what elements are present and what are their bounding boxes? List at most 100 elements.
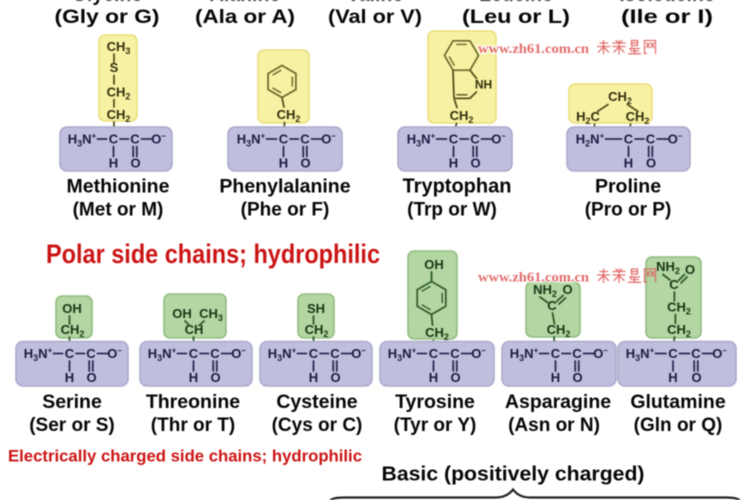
svg-text:(Gly or G): (Gly or G) — [55, 7, 160, 28]
svg-text:O: O — [300, 156, 310, 171]
svg-text:H2C: H2C — [576, 109, 600, 126]
svg-text:H: H — [279, 156, 288, 171]
svg-text:Glutamine: Glutamine — [630, 391, 726, 413]
svg-text:H3N+: H3N+ — [626, 346, 655, 363]
svg-text:Leucine: Leucine — [479, 0, 553, 6]
svg-text:(Ser or S): (Ser or S) — [29, 415, 115, 436]
svg-text:CH2: CH2 — [626, 109, 650, 126]
svg-text:Proline: Proline — [595, 176, 661, 198]
svg-text:O: O — [562, 282, 572, 297]
svg-text:H: H — [65, 370, 74, 385]
svg-text:C: C — [330, 346, 340, 361]
svg-text:C: C — [210, 346, 220, 361]
svg-text:CH2: CH2 — [107, 107, 131, 124]
svg-text:CH2: CH2 — [608, 89, 632, 106]
svg-text:O: O — [210, 370, 220, 385]
svg-text:CH2: CH2 — [107, 85, 131, 102]
svg-text:www.zh61.com.cn: www.zh61.com.cn — [478, 42, 589, 57]
svg-text:(Leu or L): (Leu or L) — [462, 7, 570, 28]
svg-text:Threonine: Threonine — [146, 391, 240, 413]
svg-text:C: C — [450, 346, 460, 361]
svg-text:H2N+: H2N+ — [576, 132, 605, 149]
svg-text:C: C — [547, 298, 557, 313]
svg-text:CH2: CH2 — [450, 108, 474, 125]
svg-text:(Thr or T): (Thr or T) — [151, 415, 235, 436]
svg-text:O: O — [646, 156, 656, 171]
svg-text:H3N+: H3N+ — [407, 132, 436, 149]
svg-text:C: C — [691, 346, 701, 361]
svg-text:NH2: NH2 — [656, 259, 680, 276]
svg-text:O: O — [685, 262, 695, 277]
svg-text:(Asn or N): (Asn or N) — [508, 415, 600, 436]
svg-text:C: C — [279, 132, 289, 147]
svg-text:Serine: Serine — [42, 391, 102, 413]
svg-text:H: H — [189, 370, 198, 385]
svg-text:Isoleucine: Isoleucine — [619, 0, 715, 6]
svg-text:Phenylalanine: Phenylalanine — [219, 176, 350, 198]
svg-text:(Phe or F): (Phe or F) — [241, 200, 330, 221]
svg-text:OH: OH — [424, 257, 444, 272]
svg-text:C: C — [86, 346, 96, 361]
svg-text:H3N+: H3N+ — [268, 346, 297, 363]
svg-text:(Ala or A): (Ala or A) — [195, 7, 295, 28]
svg-text:CH2: CH2 — [425, 325, 449, 342]
svg-text:H3N+: H3N+ — [510, 346, 539, 363]
svg-text:O: O — [450, 370, 460, 385]
svg-text:C: C — [572, 346, 582, 361]
svg-text:CH2: CH2 — [277, 107, 301, 124]
svg-text:(Met or M): (Met or M) — [73, 200, 164, 221]
svg-text:C: C — [130, 132, 140, 147]
svg-text:(Gln or Q): (Gln or Q) — [634, 415, 723, 436]
svg-text:O: O — [470, 156, 480, 171]
svg-text:H3N+: H3N+ — [388, 346, 417, 363]
svg-text:O: O — [86, 370, 96, 385]
svg-text:SH: SH — [307, 301, 325, 316]
svg-text:C: C — [109, 132, 119, 147]
svg-text:Tryptophan: Tryptophan — [403, 176, 512, 198]
svg-text:O: O — [691, 370, 701, 385]
svg-text:OH: OH — [172, 306, 192, 321]
svg-text:H: H — [309, 370, 318, 385]
svg-text:Cysteine: Cysteine — [276, 391, 357, 413]
svg-text:H: H — [624, 156, 633, 171]
svg-text:O: O — [330, 370, 340, 385]
svg-text:Alanine: Alanine — [210, 0, 281, 6]
svg-text:C: C — [65, 346, 75, 361]
svg-text:CH3: CH3 — [199, 306, 223, 323]
svg-text:O: O — [572, 370, 582, 385]
svg-text:Asparagine: Asparagine — [505, 391, 611, 413]
svg-text:C: C — [309, 346, 319, 361]
svg-text:C: C — [624, 132, 634, 147]
svg-text:NH: NH — [475, 78, 492, 92]
svg-text:CH2: CH2 — [305, 322, 329, 339]
svg-text:H: H — [551, 370, 560, 385]
svg-text:C: C — [300, 132, 310, 147]
svg-text:Valine: Valine — [347, 0, 404, 6]
svg-text:OH: OH — [62, 301, 82, 316]
svg-text:Tyrosine: Tyrosine — [395, 391, 475, 413]
svg-text:CH2: CH2 — [667, 300, 691, 317]
svg-text:C: C — [669, 277, 679, 292]
svg-text:C: C — [189, 346, 199, 361]
svg-text:NH2: NH2 — [533, 282, 557, 299]
svg-text:C: C — [449, 132, 459, 147]
svg-text:C: C — [668, 346, 678, 361]
svg-text:O: O — [130, 156, 140, 171]
svg-text:CH2: CH2 — [667, 322, 691, 339]
svg-text:H3N+: H3N+ — [148, 346, 177, 363]
svg-text:C: C — [551, 346, 561, 361]
svg-text:Polar side chains; hydrophilic: Polar side chains; hydrophilic — [46, 239, 380, 269]
svg-text:H: H — [109, 156, 118, 171]
svg-text:C: C — [429, 346, 439, 361]
svg-text:(Cys or C): (Cys or C) — [272, 415, 363, 436]
svg-text:(Trp or W): (Trp or W) — [407, 200, 497, 221]
svg-text:S: S — [110, 60, 119, 75]
svg-text:H3N+: H3N+ — [24, 346, 53, 363]
svg-text:CH3: CH3 — [107, 39, 131, 56]
svg-text:Methionine: Methionine — [67, 176, 170, 198]
svg-text:H: H — [449, 156, 458, 171]
svg-text:H3N+: H3N+ — [68, 132, 97, 149]
svg-text:www.zh61.com.cn: www.zh61.com.cn — [478, 271, 589, 286]
svg-text:H3N+: H3N+ — [237, 132, 266, 149]
svg-text:C: C — [470, 132, 480, 147]
